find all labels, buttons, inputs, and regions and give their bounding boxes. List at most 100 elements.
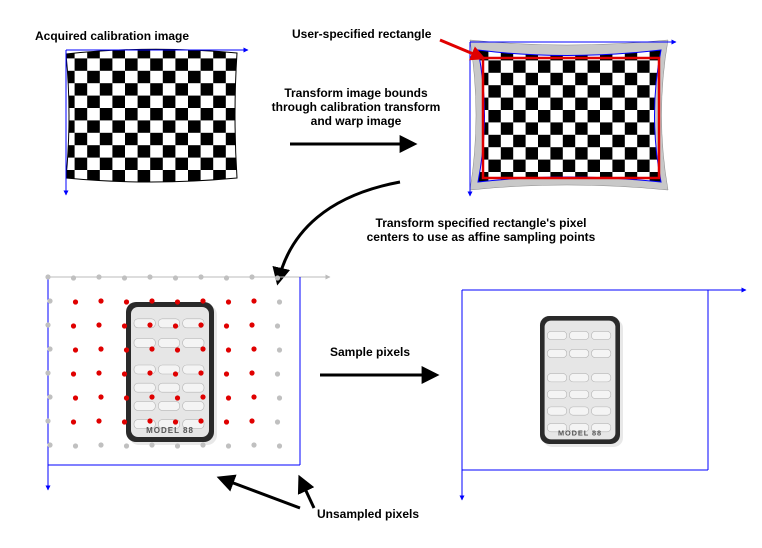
unsampled-pixel-dot <box>121 275 128 281</box>
checker-square <box>637 134 650 148</box>
unsampled-pixel-dot <box>47 442 53 448</box>
checker-square <box>225 108 237 121</box>
checker-square <box>66 95 75 108</box>
checker-square <box>600 147 613 160</box>
checker-square <box>612 85 625 98</box>
sampled-pixel-dot <box>98 346 104 352</box>
unsampled-pixel-dot <box>251 442 257 448</box>
sampled-pixel-dot <box>96 370 102 376</box>
transform-centers-line-2: centers to use as affine sampling points <box>366 230 596 244</box>
remote-button <box>133 382 156 393</box>
checker-square <box>87 120 100 133</box>
checker-square <box>175 132 188 146</box>
checker-square <box>87 49 100 59</box>
unsampled-pixel-dot <box>223 275 230 281</box>
sampled-pixel-dot <box>147 418 153 424</box>
sampled-pixel-dot <box>72 347 79 353</box>
sampled-pixel-dot <box>198 322 204 328</box>
sampled-pixel-dot <box>198 418 204 424</box>
remote-button <box>547 373 567 383</box>
checker-square <box>637 159 650 172</box>
checker-square <box>137 49 151 59</box>
sampled-pixel-dot <box>172 323 179 329</box>
checker-square <box>66 120 75 133</box>
checker-square <box>125 157 138 170</box>
checker-square <box>188 120 201 133</box>
unsampled-pixel-dot <box>47 298 53 304</box>
checker-square <box>188 145 201 158</box>
checker-square <box>575 72 588 86</box>
transform-bounds-line-1: Transform image bounds <box>284 86 428 100</box>
checker-square <box>188 95 201 108</box>
remote-button <box>547 348 567 358</box>
checker-square <box>500 97 514 110</box>
checker-square <box>74 83 88 96</box>
checker-square <box>112 70 125 84</box>
checker-square <box>513 110 526 123</box>
remote-button <box>591 406 612 416</box>
sampled-pixel-dot <box>225 347 232 353</box>
checker-square <box>99 108 113 121</box>
checker-square <box>150 108 163 121</box>
unsampled-pixel-dot <box>276 347 283 353</box>
remote-button <box>591 331 612 340</box>
checker-square <box>624 147 638 160</box>
checker-square <box>538 134 551 148</box>
sampled-pixel-dot <box>251 346 257 352</box>
checker-square <box>213 49 226 59</box>
sampled-pixel-dot <box>70 323 77 329</box>
checker-square <box>612 60 625 73</box>
unsampled-pixel-dot <box>96 274 102 280</box>
unsampled-pixel-dot <box>72 443 79 449</box>
checker-square <box>500 50 514 61</box>
remote-button <box>569 348 590 358</box>
unsampled-pointer-arrow-icon <box>216 474 301 510</box>
remote-button <box>158 382 180 393</box>
unsampled-pixel-dot <box>276 395 283 401</box>
checker-square <box>162 49 176 59</box>
checker-square <box>99 157 113 170</box>
checker-square <box>550 122 563 135</box>
unsampled-pixel-dot <box>276 443 283 449</box>
sampled-pixel-dot <box>123 395 130 401</box>
checker-square <box>488 110 501 123</box>
checker-square <box>87 70 100 84</box>
checker-square <box>612 134 625 148</box>
checker-square <box>188 70 201 84</box>
checker-square <box>525 50 538 61</box>
remote-control-photo-icon: MODEL 88 <box>540 316 623 447</box>
checker-square <box>200 157 214 170</box>
sampled-pixel-dot <box>200 298 206 304</box>
checker-square <box>562 159 576 172</box>
checker-square <box>137 170 151 183</box>
checker-square <box>562 85 576 98</box>
checker-square <box>150 83 163 96</box>
sampled-pixel-dot <box>172 371 179 377</box>
checker-square <box>587 110 600 123</box>
remote-button <box>133 401 156 411</box>
sampled-pixel-dot <box>121 419 128 425</box>
sampled-pixel-dot <box>147 322 153 328</box>
sampled-pixel-dot <box>249 418 255 424</box>
sampled-pixel-dot <box>147 370 153 376</box>
remote-button <box>182 338 205 348</box>
checker-square <box>550 97 563 110</box>
checker-square <box>213 145 226 158</box>
checker-square <box>624 72 638 86</box>
checker-square <box>74 157 88 170</box>
checker-square <box>587 134 600 148</box>
checker-square <box>562 134 576 148</box>
unsampled-pixel-dot <box>98 442 104 448</box>
checker-square <box>587 85 600 98</box>
checker-square <box>587 159 600 172</box>
checker-square <box>162 170 176 183</box>
checker-square <box>538 110 551 123</box>
checker-square <box>562 110 576 123</box>
checker-square <box>188 49 201 59</box>
checker-square <box>112 145 125 158</box>
unsampled-pixel-dot <box>274 323 281 329</box>
sampled-pixel-dot <box>123 299 130 305</box>
checker-square <box>500 147 514 160</box>
checker-square <box>137 95 151 108</box>
unsampled-pixel-dot <box>47 346 53 352</box>
